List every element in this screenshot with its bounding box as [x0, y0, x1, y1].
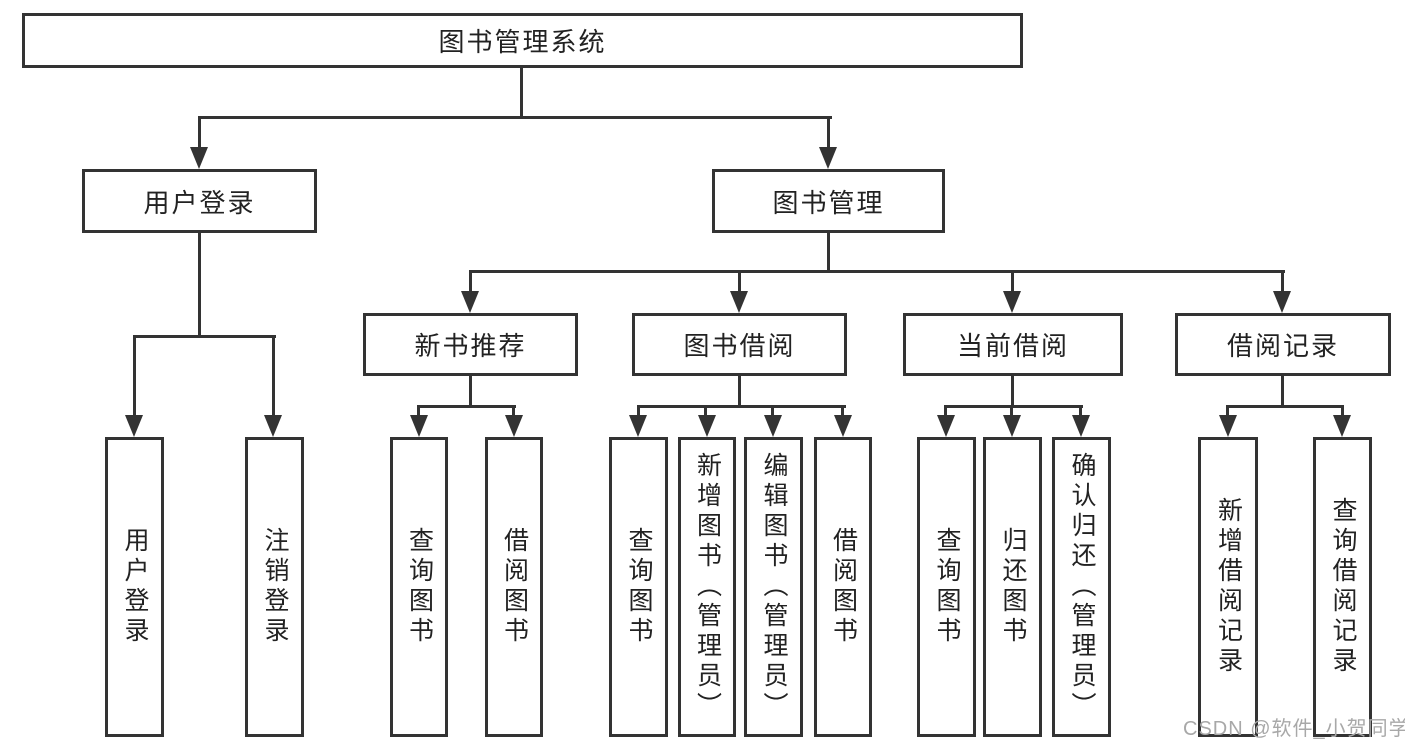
arrowhead-down-icon: [819, 147, 837, 169]
node-label: 注销登录: [261, 527, 289, 647]
connector-line: [417, 405, 420, 417]
leaf-query-borrow-record: 查询借阅记录: [1313, 437, 1372, 737]
connector-line: [512, 405, 515, 417]
connector-line: [637, 405, 846, 408]
connector-line: [198, 233, 201, 337]
connector-line: [1079, 405, 1082, 417]
node-label: 图书借阅: [683, 331, 796, 361]
node-label: 查询图书: [933, 527, 961, 647]
leaf-return-books: 归还图书: [983, 437, 1042, 737]
connector-line: [738, 270, 741, 293]
connector-line: [133, 335, 136, 417]
connector-line: [1010, 405, 1013, 417]
connector-line: [944, 405, 1083, 408]
node-label: 借阅图书: [500, 527, 529, 647]
connector-line: [417, 405, 516, 408]
node-label: 确认归还（管理员）: [1068, 452, 1096, 722]
arrowhead-down-icon: [764, 415, 782, 437]
connector-line: [198, 116, 832, 119]
node-label: 新增借阅记录: [1214, 497, 1243, 677]
arrowhead-down-icon: [1003, 291, 1021, 313]
arrowhead-down-icon: [698, 415, 716, 437]
arrowhead-down-icon: [834, 415, 852, 437]
node-label: 查询图书: [625, 527, 653, 647]
connector-line: [944, 405, 947, 417]
arrowhead-down-icon: [1072, 415, 1090, 437]
leaf-user-login: 用户登录: [105, 437, 164, 737]
connector-line: [841, 405, 844, 417]
leaf-query-books-borrow: 查询图书: [609, 437, 668, 737]
connector-line: [469, 270, 472, 293]
arrowhead-down-icon: [730, 291, 748, 313]
node-label: 图书管理: [772, 187, 885, 218]
arrowhead-down-icon: [937, 415, 955, 437]
connector-line: [738, 376, 741, 407]
arrowhead-down-icon: [461, 291, 479, 313]
connector-line: [827, 233, 830, 273]
arrowhead-down-icon: [125, 415, 143, 437]
node-label: 用户登录: [143, 187, 256, 218]
leaf-query-books-recommend: 查询图书: [390, 437, 448, 737]
node-user-login: 用户登录: [82, 169, 317, 233]
node-borrow-records: 借阅记录: [1175, 313, 1391, 376]
connector-line: [272, 335, 275, 417]
leaf-logout: 注销登录: [245, 437, 304, 737]
connector-line: [1341, 405, 1344, 417]
arrowhead-down-icon: [1333, 415, 1351, 437]
connector-line: [1281, 270, 1284, 293]
connector-line: [1281, 376, 1284, 407]
node-label: 当前借阅: [956, 331, 1069, 361]
leaf-add-borrow-record: 新增借阅记录: [1198, 437, 1258, 737]
connector-line: [1011, 375, 1014, 407]
connector-line: [1011, 270, 1014, 293]
node-current-borrow: 当前借阅: [903, 313, 1123, 376]
node-label: 借阅记录: [1226, 331, 1339, 361]
arrowhead-down-icon: [505, 415, 523, 437]
leaf-edit-books-admin: 编辑图书（管理员）: [744, 437, 803, 737]
node-new-book-recommend: 新书推荐: [363, 313, 578, 376]
connector-line: [637, 405, 640, 417]
connector-line: [469, 376, 472, 407]
node-label: 图书管理系统: [438, 27, 607, 57]
connector-line: [198, 116, 201, 147]
arrowhead-down-icon: [264, 415, 282, 437]
connector-line: [133, 335, 276, 338]
node-label: 用户登录: [121, 527, 149, 647]
connector-line: [1226, 405, 1229, 417]
node-label: 查询借阅记录: [1329, 497, 1357, 677]
arrowhead-down-icon: [629, 415, 647, 437]
connector-line: [771, 405, 774, 417]
connector-line: [1226, 405, 1344, 408]
node-label: 新增图书（管理员）: [693, 452, 722, 722]
node-book-borrow: 图书借阅: [632, 313, 847, 376]
leaf-query-books-current: 查询图书: [917, 437, 976, 737]
node-book-management: 图书管理: [712, 169, 945, 233]
node-label: 借阅图书: [829, 527, 858, 647]
node-label: 归还图书: [999, 527, 1027, 647]
node-label: 编辑图书（管理员）: [760, 452, 788, 722]
arrowhead-down-icon: [1003, 415, 1021, 437]
arrowhead-down-icon: [1273, 291, 1291, 313]
leaf-borrow-books: 借阅图书: [814, 437, 872, 737]
leaf-confirm-return-admin: 确认归还（管理员）: [1052, 437, 1111, 737]
leaf-borrow-books-recommend: 借阅图书: [485, 437, 543, 737]
arrowhead-down-icon: [1219, 415, 1237, 437]
node-label: 新书推荐: [414, 331, 527, 361]
connector-line: [827, 116, 830, 147]
leaf-add-books-admin: 新增图书（管理员）: [678, 437, 736, 737]
connector-line: [704, 405, 707, 417]
node-root-library-system: 图书管理系统: [22, 13, 1023, 68]
arrowhead-down-icon: [190, 147, 208, 169]
connector-line: [520, 68, 523, 117]
csdn-watermark: CSDN @软件_小贺同学: [1183, 718, 1405, 740]
node-label: 查询图书: [405, 527, 434, 647]
connector-line: [469, 270, 1285, 273]
arrowhead-down-icon: [410, 415, 428, 437]
